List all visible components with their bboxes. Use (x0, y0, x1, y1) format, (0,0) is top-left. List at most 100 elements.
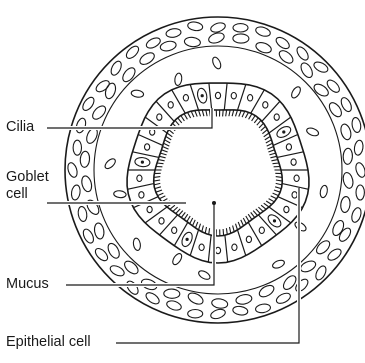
leader-mucus-dot (212, 201, 216, 205)
nucleus (248, 95, 253, 101)
label-mucus: Mucus (6, 276, 49, 293)
wall-cell (66, 162, 79, 179)
wall-cell (75, 117, 88, 134)
wall-cell (77, 206, 88, 222)
wall-cell (232, 305, 248, 316)
cilium (226, 110, 227, 116)
cell-wall (190, 84, 198, 110)
cilium (184, 214, 188, 219)
cilium (160, 153, 166, 155)
cilium (268, 150, 274, 152)
wall-cell (351, 117, 362, 133)
cilium (241, 220, 244, 226)
nucleus (147, 206, 152, 212)
wall-cell (274, 35, 291, 51)
nucleus (246, 236, 251, 242)
wall-cell (275, 291, 292, 305)
nucleus (284, 206, 289, 212)
cilium (229, 110, 230, 116)
cilium (159, 196, 165, 199)
wall-cell (299, 61, 315, 79)
cilium (232, 110, 234, 116)
cilium (164, 143, 170, 146)
nucleus (157, 114, 162, 120)
cell-wall (282, 184, 308, 190)
cilium (273, 193, 279, 196)
cell-wall (224, 83, 227, 110)
wall-cell (350, 207, 363, 224)
wall-cell (109, 264, 126, 278)
cell-wall (269, 117, 291, 133)
cilium (251, 212, 255, 217)
cilium (199, 110, 201, 116)
goblet-nucleus (282, 130, 285, 133)
wall-cell (165, 28, 181, 39)
cilium (178, 118, 182, 123)
cilium (245, 112, 248, 118)
cilium (243, 218, 246, 224)
cilium (261, 126, 266, 130)
cilium (167, 133, 172, 137)
cilium (252, 116, 256, 121)
wall-cell (187, 21, 203, 32)
cilium (233, 226, 235, 232)
wall-cell (255, 303, 271, 314)
cilium (191, 111, 194, 117)
cell-wall (238, 84, 246, 110)
connective-cell (306, 127, 320, 138)
label-goblet-cell: Goblet cell (6, 169, 66, 203)
cilium (258, 207, 263, 211)
cilium (169, 130, 174, 134)
cilium (176, 209, 181, 214)
cilium (270, 156, 276, 158)
wall-cell (233, 24, 248, 32)
cell-wall (262, 101, 280, 121)
wall-cell (233, 34, 249, 43)
wall-cell (235, 293, 252, 305)
cell-wall (172, 90, 186, 113)
cilium (265, 136, 271, 140)
nucleus (263, 102, 268, 108)
nucleus (291, 159, 296, 165)
cilium (266, 201, 272, 205)
nucleus (199, 244, 204, 250)
cilium (261, 205, 266, 209)
cilium (269, 153, 275, 155)
cilium (256, 209, 260, 214)
connective-cell (131, 89, 144, 98)
cilium (254, 118, 258, 123)
connective-cell (271, 259, 285, 270)
wall-cell (104, 82, 118, 100)
wall-cell (339, 123, 352, 141)
cilium (262, 130, 267, 134)
cilium (173, 207, 178, 211)
cilium (264, 203, 269, 207)
nucleus (172, 227, 177, 233)
nucleus (286, 144, 291, 150)
wall-cell (255, 25, 272, 38)
goblet-nucleus (186, 238, 189, 241)
cell-wall (145, 117, 167, 133)
cilium (276, 180, 282, 181)
cilium (238, 222, 240, 228)
nucleus (139, 192, 144, 198)
cilium (179, 211, 183, 216)
wall-cell (70, 184, 81, 200)
wall-cell (354, 162, 365, 179)
cilium (162, 150, 168, 152)
cilium (187, 216, 190, 222)
nucleus (215, 247, 220, 253)
wall-cell (210, 308, 227, 321)
cell-wall (156, 101, 174, 121)
nucleus (259, 227, 264, 233)
wall-cell (159, 40, 177, 53)
cilium (181, 212, 185, 217)
cilium (249, 114, 252, 120)
wall-cell (109, 60, 123, 77)
nucleus (274, 114, 279, 120)
wall-cell (207, 31, 225, 45)
wall-cell (93, 246, 110, 263)
cilium (158, 160, 164, 161)
cilium (199, 224, 201, 230)
cilium (205, 227, 206, 233)
